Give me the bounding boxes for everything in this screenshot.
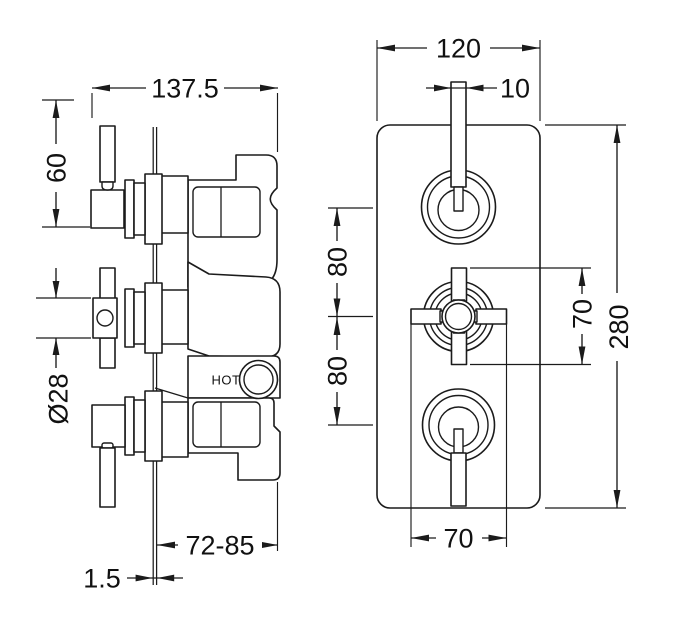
dim-handle-height-label: 60 <box>42 153 72 183</box>
dim-handle-diameter: Ø28 <box>36 268 91 425</box>
escutcheons <box>144 173 163 462</box>
dim-spacing-upper-label: 80 <box>323 247 353 277</box>
valve-mixer-housing <box>187 261 281 358</box>
dim-plate-width: 120 <box>376 33 541 121</box>
top-knob-front <box>420 81 497 245</box>
middle-cross-handle-front <box>410 267 508 366</box>
upper-cartridge <box>192 186 261 238</box>
front-view <box>376 81 541 509</box>
dim-spacing-upper: 80 <box>322 207 373 318</box>
middle-cross-handle-side <box>92 267 146 369</box>
hot-inlet-circle-inner <box>243 364 274 395</box>
valve-body-side: HOT <box>154 154 281 481</box>
dim-panel-thickness: 1.5 <box>83 564 183 594</box>
dim-stem-width-label: 10 <box>500 74 530 104</box>
dim-panel-thickness-label: 1.5 <box>83 564 121 594</box>
dim-handle-span: 70 <box>410 324 508 554</box>
dim-stem-width: 10 <box>426 74 530 104</box>
dim-plate-width-label: 120 <box>436 34 481 64</box>
dim-plate-height: 280 <box>545 124 635 509</box>
dim-spacing-lower-label: 80 <box>323 356 353 386</box>
dim-handle-length-label: 70 <box>568 299 598 329</box>
dim-depth-range-label: 72-85 <box>185 531 254 561</box>
dim-side-width-label: 137.5 <box>151 74 219 104</box>
dim-spacing-lower: 80 <box>322 316 373 426</box>
valve-collars <box>159 175 189 458</box>
dim-handle-span-label: 70 <box>443 524 473 554</box>
dim-handle-height: 60 <box>41 99 90 228</box>
dim-plate-height-label: 280 <box>604 304 634 349</box>
dim-handle-length: 70 <box>470 267 598 366</box>
bottom-knob-front <box>421 388 496 507</box>
dimensions: 137.5 60 Ø28 <box>36 33 635 594</box>
dim-handle-diameter-label: Ø28 <box>44 373 74 424</box>
dim-side-width: 137.5 <box>91 72 279 152</box>
side-view: HOT <box>90 125 281 585</box>
cross-handle-hole <box>96 309 114 327</box>
dim-depth-range: 72-85 <box>157 482 279 561</box>
top-handle-side <box>90 125 146 239</box>
hot-port-label: HOT <box>212 373 241 388</box>
lower-cartridge <box>192 401 261 448</box>
bottom-handle-side <box>91 396 146 508</box>
